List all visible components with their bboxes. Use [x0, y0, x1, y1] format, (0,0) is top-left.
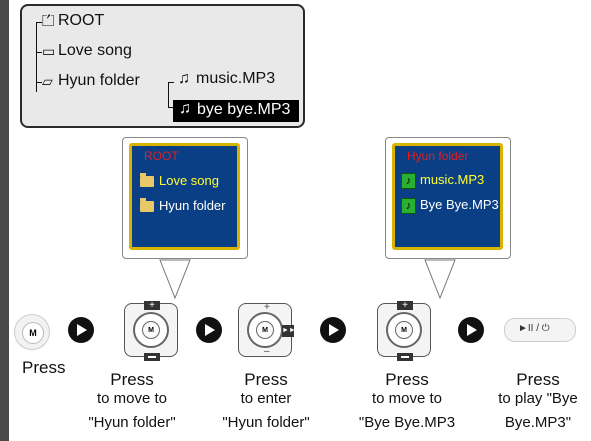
tree-line — [168, 107, 174, 108]
caption-text: Bye.MP3" — [504, 414, 572, 431]
dpad-forward-highlight[interactable]: + M ►► – — [238, 302, 296, 357]
dpad-ring — [386, 312, 422, 348]
tree-line — [36, 52, 42, 53]
folder-icon — [140, 173, 154, 187]
dpad-center-m-icon: M — [256, 321, 274, 339]
play-pause-icon: ►II / ⏻ — [518, 323, 550, 334]
dpad-plus-highlight[interactable]: + M — [124, 301, 178, 361]
caption-step-4: Press to move to "Bye Bye.MP3 — [348, 370, 466, 431]
caption-step-2: Press to move to "Hyun folder" — [82, 370, 182, 431]
screen-hyun-item-bye-bye: Bye Bye.MP3 — [420, 197, 499, 212]
tree-love-song-label: Love song — [58, 42, 132, 59]
play-pause-power-button[interactable]: ►II / ⏻ — [504, 318, 576, 342]
screen-root-title: ROOT — [144, 149, 179, 163]
screen-root-item-hyun-folder: Hyun folder — [159, 198, 226, 213]
caption-text: "Hyun folder" — [88, 414, 176, 431]
tree-line — [36, 82, 42, 83]
screen-root-item-love-song: Love song — [159, 173, 219, 188]
caption-text: to enter — [240, 390, 292, 407]
caption-text: to move to — [96, 390, 168, 407]
tree-music-label: music.MP3 — [196, 70, 276, 87]
tree-selected-item: ♫ bye bye.MP3 — [173, 100, 299, 122]
screen-hyun-title: Hyun folder — [407, 149, 469, 163]
tree-root-folder-icon: ⏍ — [42, 13, 55, 30]
minus-key-icon — [397, 353, 413, 361]
plus-key-icon: + — [397, 301, 413, 311]
caption-step-3: Press to enter "Hyun folder" — [214, 370, 318, 431]
left-edge-bar — [0, 0, 9, 441]
plus-key-icon: + — [144, 301, 160, 311]
next-step-arrow-icon — [68, 317, 94, 343]
forward-key-icon: ►► — [282, 325, 296, 337]
player-screen-hyun-folder: Hyun folder ♪ music.MP3 ♪ Bye Bye.MP3 — [392, 143, 503, 250]
minus-key-icon: – — [264, 346, 270, 357]
music-file-icon: ♪ — [401, 173, 416, 189]
player-screen-root: ROOT Love song Hyun folder — [129, 143, 240, 250]
caption-step-5: Press to play "Bye Bye.MP3" — [488, 370, 588, 431]
next-step-arrow-icon — [458, 317, 484, 343]
plus-key-icon: + — [264, 302, 270, 313]
screen-hyun-item-music: music.MP3 — [420, 172, 485, 187]
folder-open-icon: ▱ — [42, 73, 53, 89]
caption-text: to move to — [371, 390, 443, 407]
tree-line — [168, 82, 174, 83]
tree-line — [36, 22, 37, 92]
dpad-center-m-icon: M — [142, 321, 160, 339]
m-button-label: M — [22, 322, 44, 344]
caption-text: Press — [22, 358, 66, 377]
tree-root-label: ROOT — [58, 12, 105, 29]
dpad-minus-highlight[interactable]: + M — [377, 301, 431, 361]
tree-line — [168, 82, 169, 108]
tree-bye-bye-label: bye bye.MP3 — [197, 101, 291, 118]
caption-text: "Hyun folder" — [222, 414, 310, 431]
caption-text: to play "Bye — [498, 390, 578, 407]
minus-key-icon — [144, 353, 160, 361]
callout-pointer-hyun — [424, 259, 456, 300]
m-button[interactable]: M — [14, 314, 50, 350]
caption-text: Press — [385, 370, 429, 389]
caption-step-1: Press — [22, 358, 66, 378]
tree-line — [36, 22, 42, 23]
next-step-arrow-icon — [196, 317, 222, 343]
music-note-icon: ♫ — [179, 100, 191, 117]
dpad-center-m-icon: M — [395, 321, 413, 339]
music-note-icon: ♫ — [178, 70, 190, 87]
caption-text: "Bye Bye.MP3 — [358, 414, 456, 431]
music-file-icon: ♪ — [401, 198, 416, 214]
caption-text: Press — [110, 370, 154, 389]
callout-pointer-root — [159, 259, 191, 300]
tree-hyun-folder-label: Hyun folder — [58, 72, 140, 89]
caption-text: Press — [516, 370, 560, 389]
folder-icon: ▭ — [42, 43, 56, 59]
caption-text: Press — [244, 370, 288, 389]
folder-icon — [140, 198, 154, 212]
next-step-arrow-icon — [320, 317, 346, 343]
